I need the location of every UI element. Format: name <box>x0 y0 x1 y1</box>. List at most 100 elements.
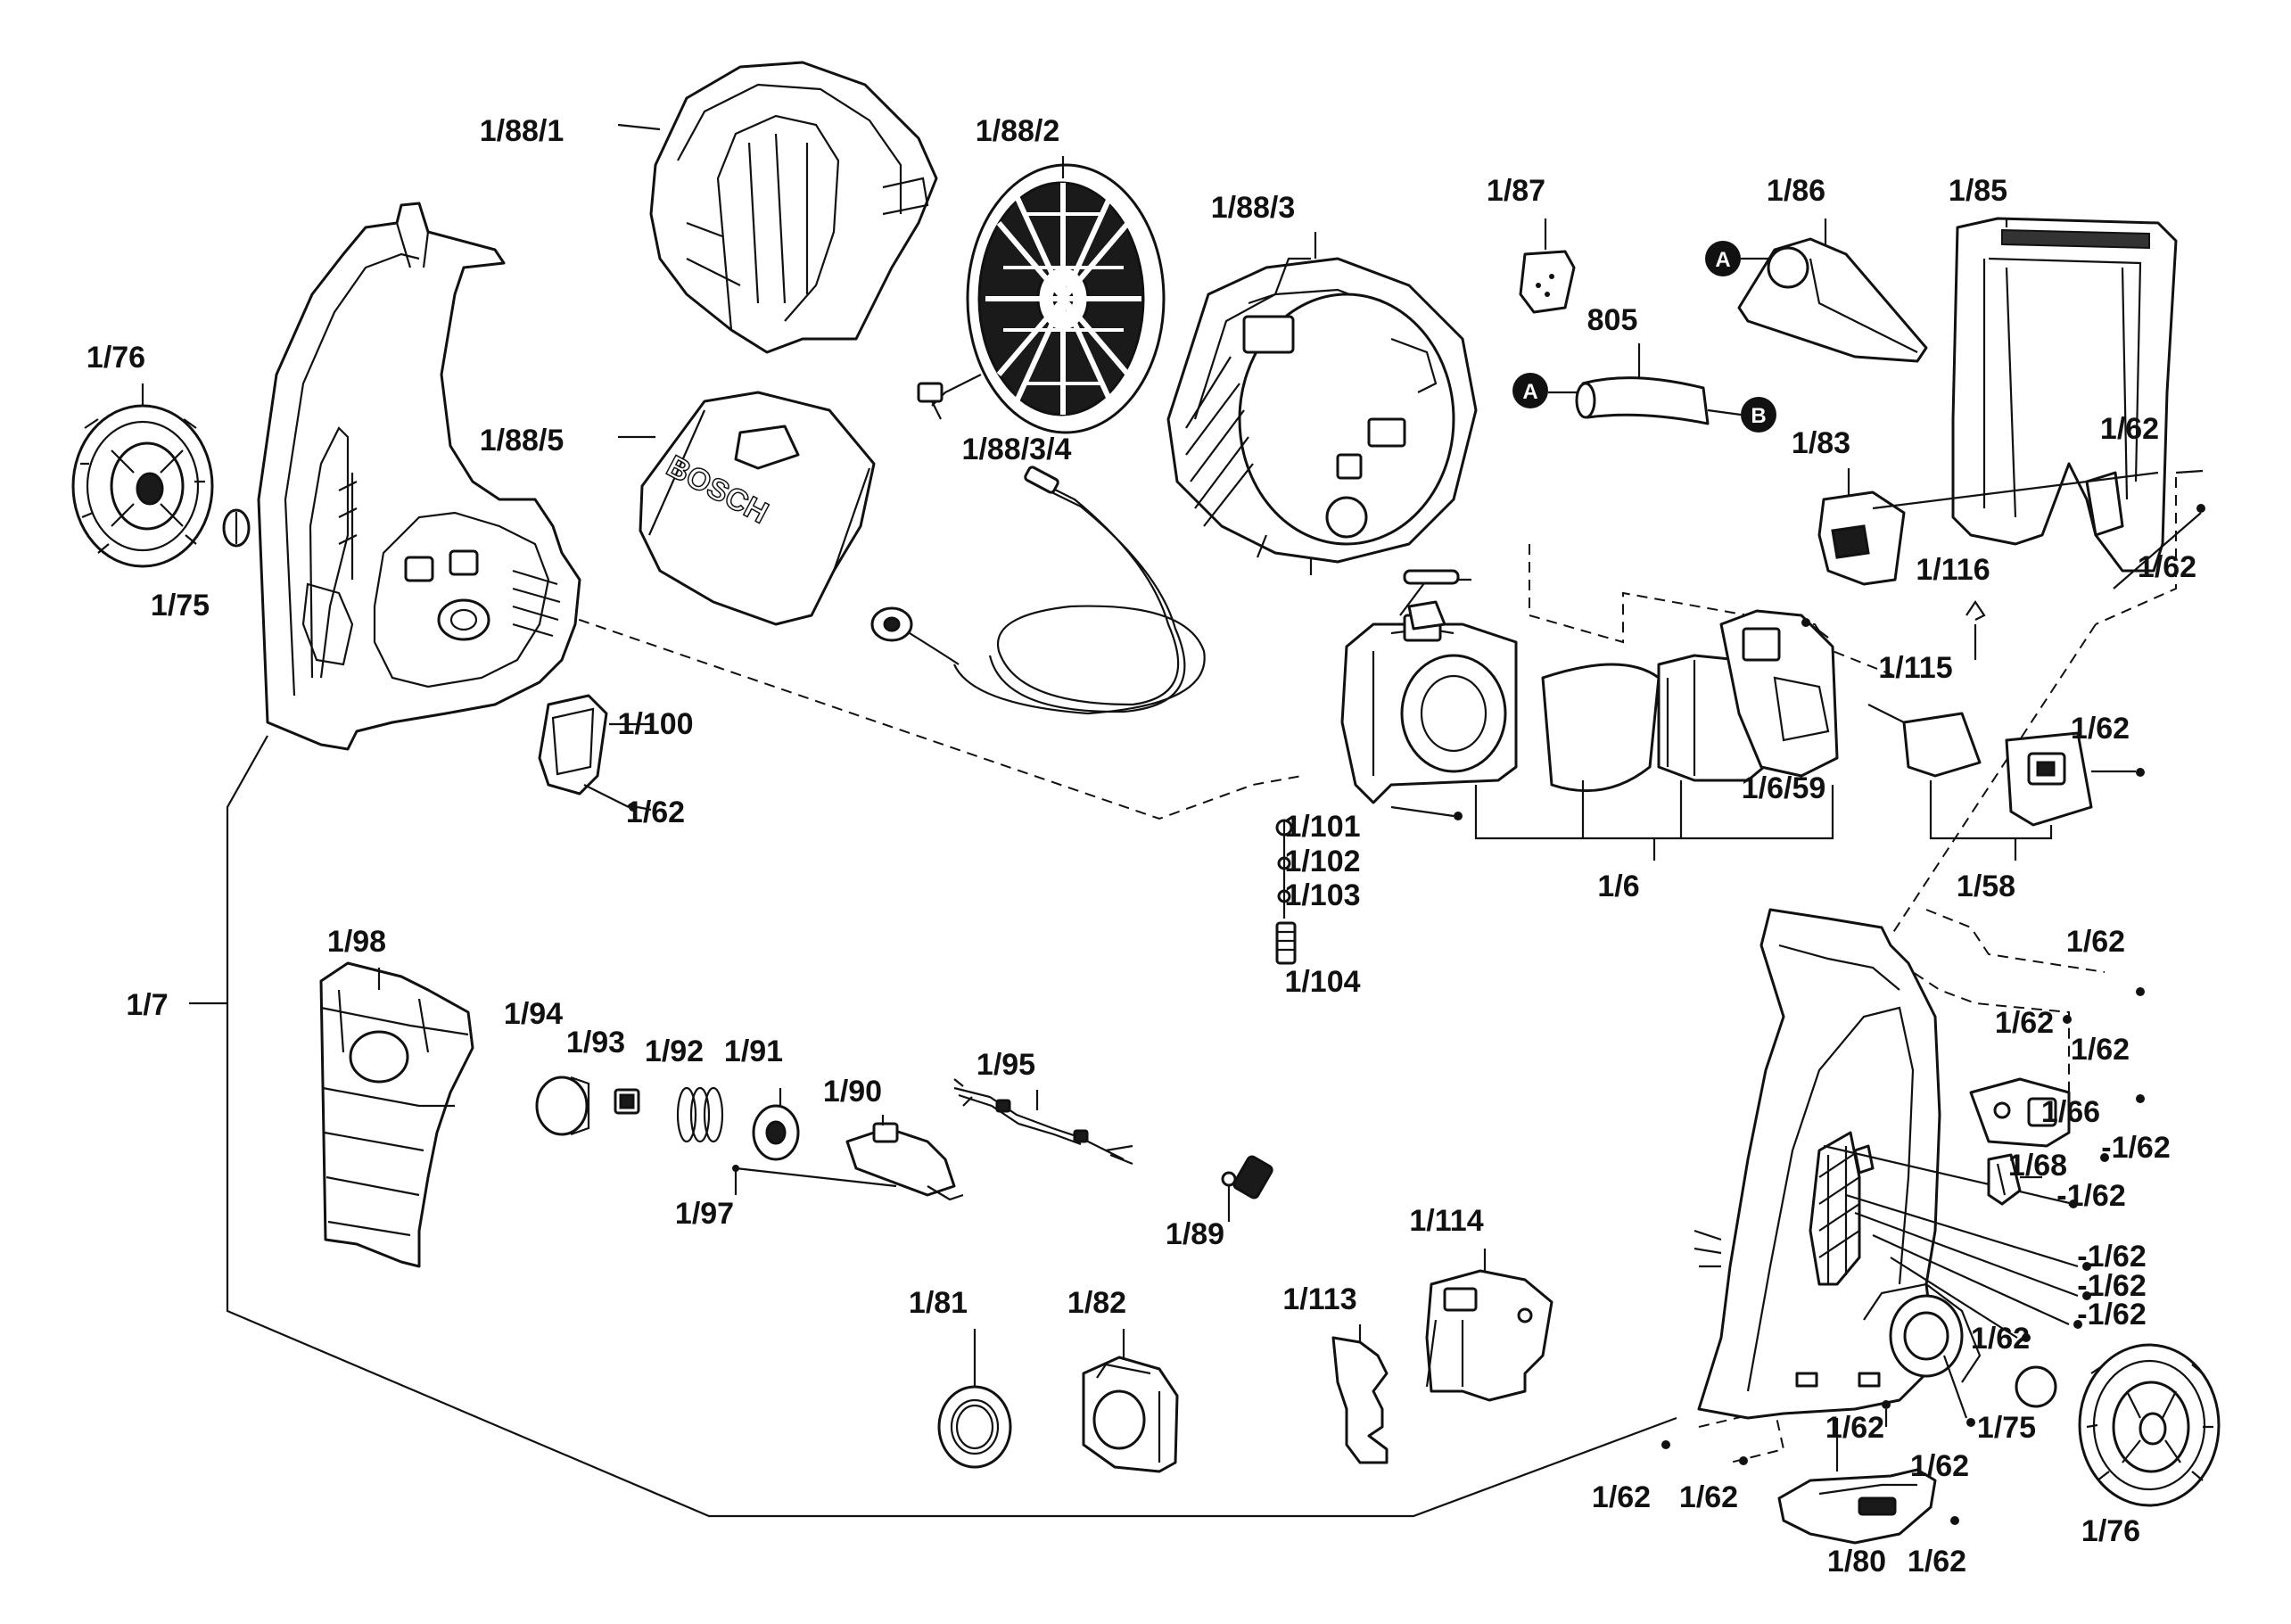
label-1-76-left: 1/76 <box>87 341 145 375</box>
label-1-98: 1/98 <box>327 925 386 959</box>
part-1-114 <box>1425 1269 1553 1402</box>
assembly-outline-1-7 <box>226 735 1677 1518</box>
label-1-116: 1/116 <box>1916 553 1990 587</box>
part-1-86 <box>1737 237 1928 363</box>
motor-frame-1-6 <box>1340 569 1839 804</box>
fan-shroud-1-88-1 <box>649 61 938 354</box>
dashed-guide-housing-to-motor <box>409 561 1303 820</box>
cover-1-100 <box>538 694 608 796</box>
part-1-87 <box>1519 250 1576 314</box>
label-1-62-j: -1/62 <box>2077 1240 2147 1274</box>
wire-harness-1-95 <box>953 1078 1133 1166</box>
label-1-75-right: 1/75 <box>1977 1411 2036 1445</box>
label-1-92: 1/92 <box>645 1035 704 1068</box>
label-1-103: 1/103 <box>1284 878 1360 912</box>
bracket-1-58-leader <box>1929 780 2053 840</box>
label-1-62-d: 1/62 <box>626 796 685 829</box>
label-1-76-right: 1/76 <box>2081 1514 2140 1548</box>
label-1-85: 1/85 <box>1949 174 2007 208</box>
label-1-90: 1/90 <box>823 1075 882 1109</box>
dashed-guide-right-base <box>1698 1407 1785 1463</box>
wheel-1-76-right <box>2078 1343 2221 1507</box>
handle-1-85 <box>1951 217 2178 573</box>
label-1-91: 1/91 <box>724 1035 783 1068</box>
label-1-66: 1/66 <box>2041 1095 2100 1129</box>
spring-1-92 <box>676 1086 724 1143</box>
hose-805 <box>1575 376 1710 425</box>
label-1-80: 1/80 <box>1827 1545 1886 1579</box>
label-1-62-k: -1/62 <box>2077 1269 2147 1303</box>
label-1-94: 1/94 <box>504 997 563 1031</box>
dashed-guide-1-85 <box>2095 477 2177 625</box>
motor-housing-1-88-3 <box>1166 257 1478 575</box>
label-1-62-a: 1/62 <box>2100 412 2159 446</box>
label-1-62-e: 1/62 <box>2066 925 2125 959</box>
part-1-83 <box>1817 490 1906 586</box>
label-1-88-3: 1/88/3 <box>1211 191 1296 225</box>
label-1-83: 1/83 <box>1792 426 1850 460</box>
label-1-88-2: 1/88/2 <box>976 114 1060 148</box>
dashed-guide-right-housing <box>1925 909 2106 973</box>
label-1-62-c: 1/62 <box>2071 712 2130 746</box>
screw-1-62-left <box>629 803 638 812</box>
label-1-95: 1/95 <box>977 1048 1035 1082</box>
label-1-113: 1/113 <box>1282 1282 1356 1316</box>
label-1-62-n: 1/62 <box>1825 1411 1884 1445</box>
label-1-62-b: 1/62 <box>2138 550 2196 584</box>
svg-text:A: A <box>1715 248 1730 272</box>
label-1-102: 1/102 <box>1284 845 1360 878</box>
label-1-62-r: 1/62 <box>1908 1545 1966 1579</box>
label-1-6-59: 1/6/59 <box>1742 771 1826 805</box>
bracket-assembly-1-58 <box>1902 712 2093 827</box>
label-1-81: 1/81 <box>909 1286 968 1320</box>
part-1-91 <box>752 1088 800 1161</box>
label-1-101: 1/101 <box>1284 810 1360 844</box>
front-panel-1-98 <box>319 961 474 1268</box>
label-1-97: 1/97 <box>675 1197 734 1231</box>
part-1-93 <box>614 1088 640 1115</box>
label-1-7: 1/7 <box>126 988 168 1022</box>
label-1-62-m: 1/62 <box>1971 1322 2030 1356</box>
label-1-114: 1/114 <box>1409 1204 1483 1238</box>
marker-a-1-86: A <box>1705 241 1741 276</box>
svg-text:A: A <box>1522 380 1537 404</box>
label-1-115: 1/115 <box>1878 651 1952 685</box>
label-1-6: 1/6 <box>1597 870 1639 903</box>
label-1-104: 1/104 <box>1284 965 1360 999</box>
part-1-116 <box>1965 600 1986 660</box>
label-1-62-g: 1/62 <box>2071 1033 2130 1067</box>
marker-a-hose: A <box>1512 373 1548 408</box>
label-1-88-1: 1/88/1 <box>480 114 565 148</box>
pressure-hose-1-104 <box>1221 819 1311 1199</box>
label-1-58: 1/58 <box>1957 870 2015 903</box>
screws-right-housing <box>1661 504 2205 1525</box>
part-1-113 <box>1331 1336 1389 1464</box>
left-housing-1-7 <box>257 202 581 751</box>
cover-1-88-5: BOSCH <box>639 391 876 626</box>
part-1-82 <box>1082 1356 1179 1473</box>
marker-b-hose: B <box>1741 397 1776 433</box>
wheel-cap-1-75-right <box>2015 1365 2057 1408</box>
label-1-89: 1/89 <box>1166 1217 1224 1251</box>
svg-text:B: B <box>1751 404 1766 428</box>
leaders-right-screws <box>1823 512 2202 1427</box>
wheel-1-76-left <box>71 404 214 568</box>
dashed-guide-right-frame <box>1890 623 2097 937</box>
label-1-62-f: 1/62 <box>1995 1006 2054 1040</box>
label-1-62-o: 1/62 <box>1910 1449 1969 1483</box>
part-1-94 <box>535 1076 590 1136</box>
label-1-100: 1/100 <box>617 707 693 741</box>
base-foot-1-80 <box>1777 1468 1937 1545</box>
label-805: 805 <box>1587 303 1638 337</box>
part-1-66 <box>1969 1077 2071 1148</box>
label-1-88-3-4: 1/88/3/4 <box>962 433 1072 466</box>
label-1-62-p: 1/62 <box>1592 1480 1651 1514</box>
wheel-cap-1-75-left <box>222 508 251 548</box>
label-1-75-left: 1/75 <box>151 589 210 622</box>
label-1-62-h: -1/62 <box>2101 1131 2171 1165</box>
label-1-82: 1/82 <box>1067 1286 1126 1320</box>
label-1-88-5: 1/88/5 <box>480 424 565 458</box>
label-1-68: 1/68 <box>2008 1149 2067 1183</box>
